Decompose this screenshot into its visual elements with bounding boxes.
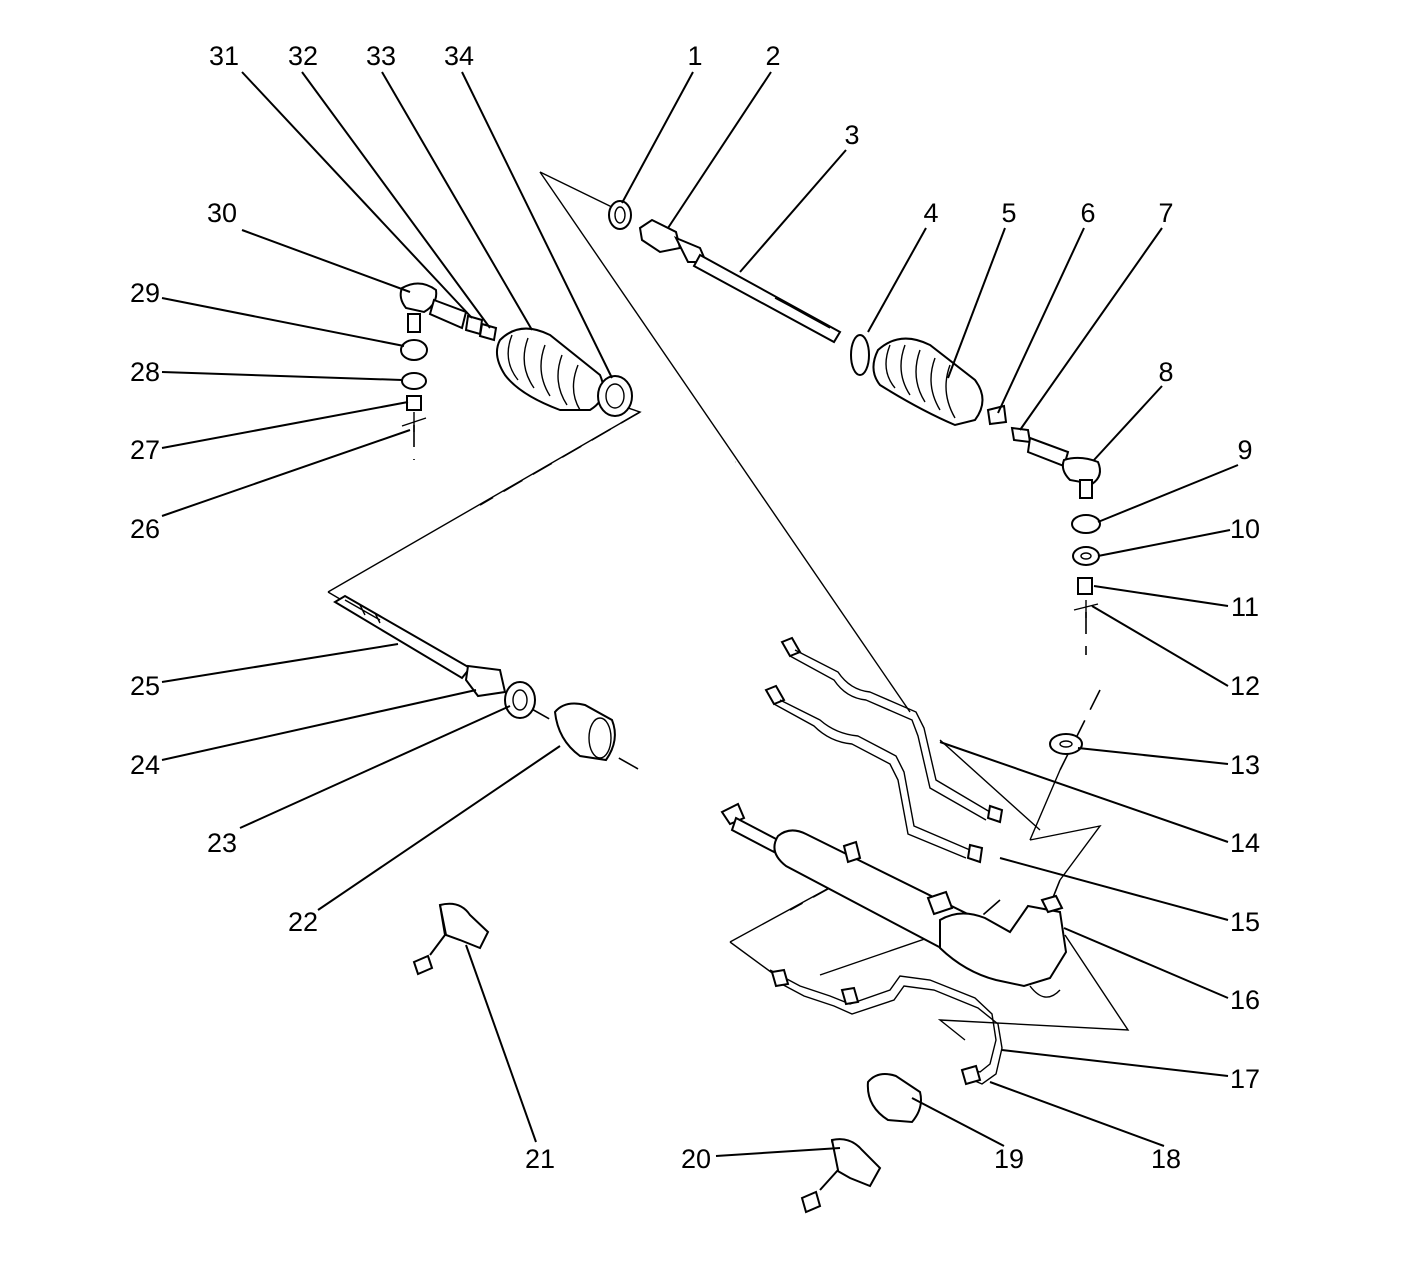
ring-1-shape — [608, 200, 632, 230]
callout-7: 7 — [1158, 198, 1173, 228]
callout-30: 30 — [207, 198, 237, 228]
callout-24: 24 — [130, 750, 160, 780]
callout-9: 9 — [1237, 435, 1252, 465]
callout-21: 21 — [525, 1144, 555, 1174]
leader-lines — [161, 71, 1239, 1157]
callout-20: 20 — [681, 1144, 711, 1174]
callout-26: 26 — [130, 514, 160, 544]
callout-33: 33 — [366, 41, 396, 71]
callout-32: 32 — [288, 41, 318, 71]
callout-25: 25 — [130, 671, 160, 701]
callout-5: 5 — [1001, 198, 1016, 228]
callout-8: 8 — [1158, 357, 1173, 387]
callout-27: 27 — [130, 435, 160, 465]
callout-19: 19 — [994, 1144, 1024, 1174]
callout-4: 4 — [923, 198, 938, 228]
callout-2: 2 — [765, 41, 780, 71]
callout-29: 29 — [130, 278, 160, 308]
callout-3: 3 — [844, 120, 859, 150]
callout-6: 6 — [1080, 198, 1095, 228]
callout-22: 22 — [288, 907, 318, 937]
callout-18: 18 — [1151, 1144, 1181, 1174]
callout-13: 13 — [1230, 750, 1260, 780]
callout-1: 1 — [687, 41, 702, 71]
callout-28: 28 — [130, 357, 160, 387]
callout-23: 23 — [207, 828, 237, 858]
callout-31: 31 — [209, 41, 239, 71]
callout-12: 12 — [1230, 671, 1260, 701]
callout-16: 16 — [1230, 985, 1260, 1015]
callout-14: 14 — [1230, 828, 1260, 858]
callout-labels: 1 2 3 4 5 6 7 8 9 10 11 12 13 14 15 16 1… — [130, 41, 1260, 1174]
callout-11: 11 — [1231, 592, 1259, 622]
callout-10: 10 — [1230, 514, 1260, 544]
callout-15: 15 — [1230, 907, 1260, 937]
callout-17: 17 — [1230, 1064, 1260, 1094]
parts — [333, 200, 1101, 1214]
callout-34: 34 — [444, 41, 474, 71]
